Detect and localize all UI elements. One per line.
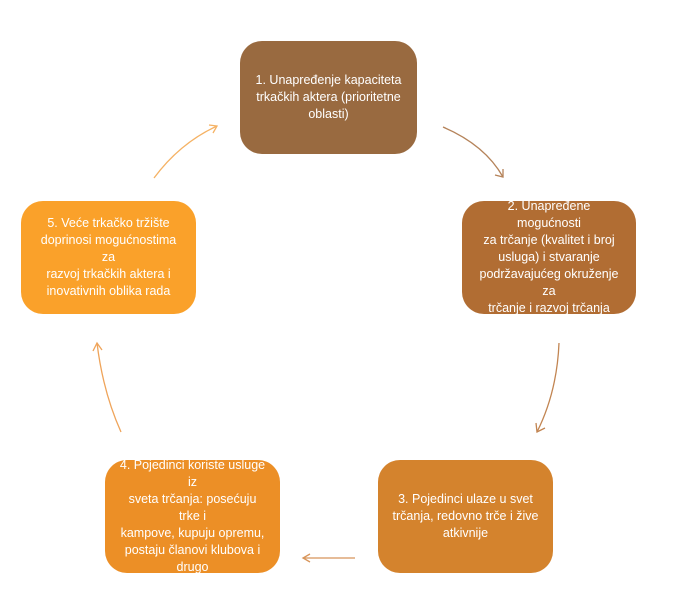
arrowhead-2-to-3 (535, 422, 546, 433)
arrowhead-4-to-5 (92, 341, 103, 352)
cycle-step-4-text: 4. Pojedinci koriste usluge iz sveta trč… (119, 458, 266, 574)
arrow-5-to-1 (153, 125, 218, 179)
arrow-2-to-3 (536, 342, 560, 433)
arrowhead-1-to-2 (494, 169, 504, 178)
arrowhead-3-to-4 (301, 553, 311, 563)
cycle-step-2: 2. Unapređene mogućnosti za trčanje (kva… (462, 199, 636, 315)
cycle-step-2-text: 2. Unapređene mogućnosti za trčanje (kva… (479, 199, 619, 315)
cycle-step-3: 3. Pojedinci ulaze u svet trčanja, redov… (378, 460, 553, 573)
arrow-4-to-5 (96, 342, 122, 433)
cycle-step-5-text: 5. Veće trkačko tržište doprinosi mogućn… (40, 216, 177, 298)
cycle-step-5: 5. Veće trkačko tržište doprinosi mogućn… (21, 201, 196, 314)
cycle-step-4: 4. Pojedinci koriste usluge iz sveta trč… (105, 458, 280, 574)
arrowhead-5-to-1 (208, 124, 219, 134)
cycle-step-1-text: 1. Unapređenje kapaciteta trkačkih akter… (255, 73, 402, 121)
cycle-step-1: 1. Unapređenje kapaciteta trkačkih akter… (240, 41, 417, 154)
arrow-1-to-2 (442, 126, 504, 178)
cycle-step-3-text: 3. Pojedinci ulaze u svet trčanja, redov… (392, 492, 539, 540)
